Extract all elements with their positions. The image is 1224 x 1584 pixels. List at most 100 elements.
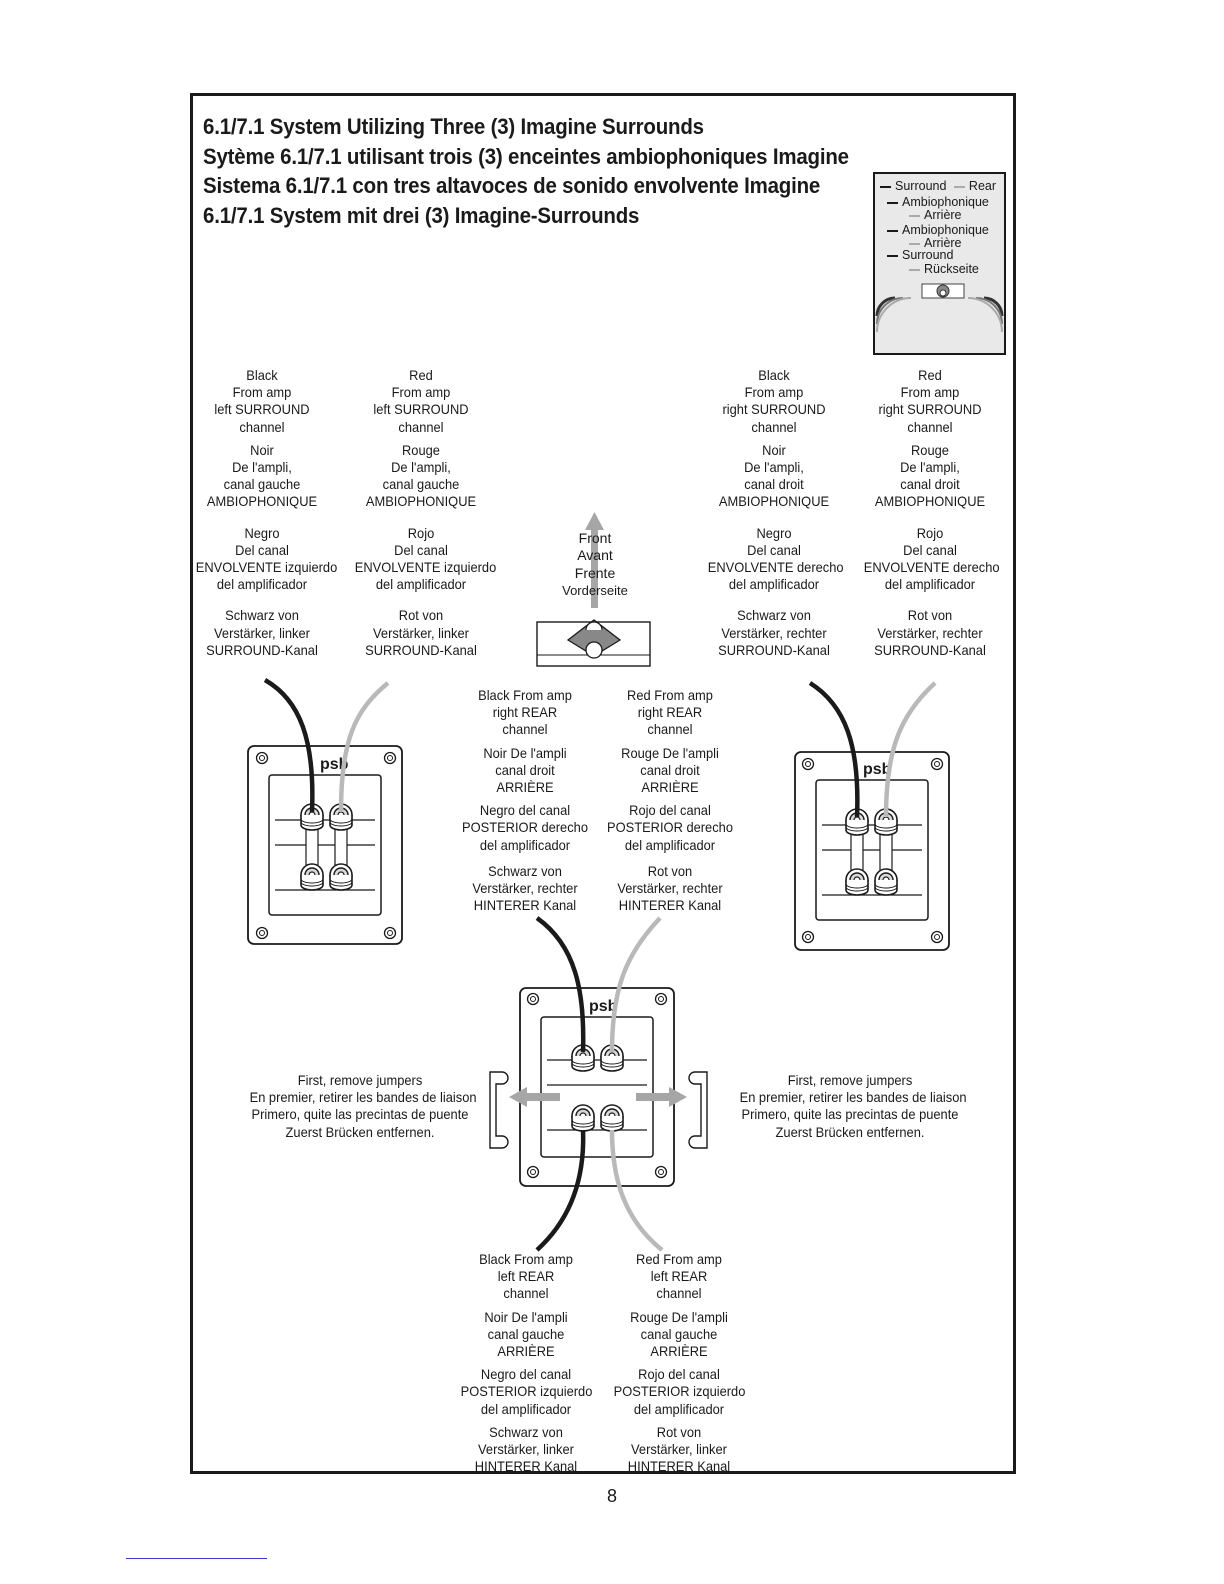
label-line: Schwarz von <box>225 607 299 624</box>
label-line: del amplificador <box>216 576 308 593</box>
label-line: right SURROUND <box>878 401 982 418</box>
label-line: Rouge De l'ampli <box>630 1308 728 1325</box>
label-line: POSTERIOR derecho <box>607 819 733 836</box>
rear-right-red-wire <box>609 916 662 1053</box>
label-line: De l'ampli, <box>391 459 451 476</box>
label-line: Verstärker, linker <box>214 624 310 641</box>
legend-arriere-label: Arrière <box>924 208 962 222</box>
title-es: Sistema 6.1/7.1 con tres altavoces de so… <box>203 173 821 198</box>
label-line: Noir De l'ampli <box>484 1308 568 1325</box>
page-frame <box>190 93 1016 1474</box>
label-line: Del canal <box>747 541 801 558</box>
label-line: SURROUND-Kanal <box>365 641 477 658</box>
label-line: HINTERER Kanal <box>474 1458 578 1475</box>
left-surround-speaker-terminal: psb <box>247 745 403 945</box>
label-line: left REAR <box>497 1268 555 1285</box>
label-line: Rot von <box>647 862 693 879</box>
label-line: Verstärker, linker <box>373 624 469 641</box>
legend-row-fr-grey: Arrière <box>909 208 962 222</box>
label-line: Negro <box>756 524 792 541</box>
label-line: channel <box>239 418 285 435</box>
legend-rear-label: Rear <box>968 179 997 193</box>
label-line: POSTERIOR derecho <box>462 819 588 836</box>
label-line: left REAR <box>650 1268 708 1285</box>
left-jumper-arrow <box>509 1087 560 1107</box>
legend-surround-label: Surround <box>902 248 954 262</box>
label-line: Schwarz von <box>489 1423 563 1440</box>
label-line: ARRIÈRE <box>497 1343 555 1360</box>
label-line: Zuerst Brücken entfernen. <box>775 1123 925 1140</box>
label-line: AMBIOPHONIQUE <box>206 493 318 510</box>
psb-logo: psb <box>589 998 618 1015</box>
label-line: SURROUND-Kanal <box>874 641 986 658</box>
rear-speaker-terminal: psb <box>519 987 675 1187</box>
label-line: Negro <box>244 524 280 541</box>
label-line: Verstärker, rechter <box>721 624 827 641</box>
label-line: canal droit <box>744 476 804 493</box>
label-line: First, remove jumpers <box>787 1072 913 1088</box>
label-line: Verstärker, rechter <box>617 880 723 897</box>
grey-wire-swatch <box>909 242 920 245</box>
legend-row-fr: Ambiophonique <box>887 195 989 209</box>
label-line: Red <box>409 367 433 383</box>
rear-right-black-wire <box>535 916 586 1053</box>
title-fr: Sytème 6.1/7.1 utilisant trois (3) encei… <box>203 143 849 169</box>
label-line: HINTERER Kanal <box>473 897 577 914</box>
label-line: canal gauche <box>640 1325 718 1342</box>
label-line: channel <box>503 1285 549 1302</box>
label-line: Schwarz von <box>737 607 811 624</box>
label-line: De l'ampli, <box>900 459 960 476</box>
left-surround-black-wire <box>263 678 315 813</box>
label-line: ARRIÈRE <box>650 1343 708 1360</box>
legend-arriere-label: Arrière <box>924 236 962 250</box>
legend-row-es-grey: Arrière <box>909 236 962 250</box>
label-line: del amplificador <box>624 836 716 853</box>
label-line: Verstärker, linker <box>631 1441 727 1458</box>
label-line: Black <box>758 367 790 383</box>
legend-box: Surround Rear Ambiophonique Arrière Ambi… <box>873 172 1006 355</box>
legend-ambiophonique-label: Ambiophonique <box>902 195 989 209</box>
label-line: canal droit <box>495 761 555 778</box>
legend-room-diagram <box>875 283 1004 333</box>
black-wire-swatch <box>887 254 898 257</box>
label-line: channel <box>751 418 797 435</box>
title-block: 6.1/7.1 System Utilizing Three (3) Imagi… <box>203 112 897 230</box>
label-line: canal droit <box>640 761 700 778</box>
label-line: channel <box>647 721 693 738</box>
psb-logo: psb <box>863 761 892 778</box>
label-line: Verstärker, linker <box>478 1441 574 1458</box>
label-line: First, remove jumpers <box>297 1072 423 1088</box>
label-line: right REAR <box>637 704 703 721</box>
label-line: HINTERER Kanal <box>627 1458 731 1475</box>
label-line: Del canal <box>394 541 448 558</box>
legend-surround-label: Surround <box>895 179 947 193</box>
label-line: Rot von <box>656 1423 702 1440</box>
label-line: De l'ampli, <box>232 459 292 476</box>
right-surround-speaker-terminal: psb <box>794 751 950 951</box>
page-number: 8 <box>606 1486 617 1506</box>
front-direction-arrow <box>585 512 604 608</box>
label-line: Verstärker, rechter <box>472 880 578 897</box>
label-line: canal gauche <box>223 476 301 493</box>
legend-ambiophonique-label: Ambiophonique <box>902 223 989 237</box>
title-de: 6.1/7.1 System mit drei (3) Imagine-Surr… <box>203 202 640 228</box>
